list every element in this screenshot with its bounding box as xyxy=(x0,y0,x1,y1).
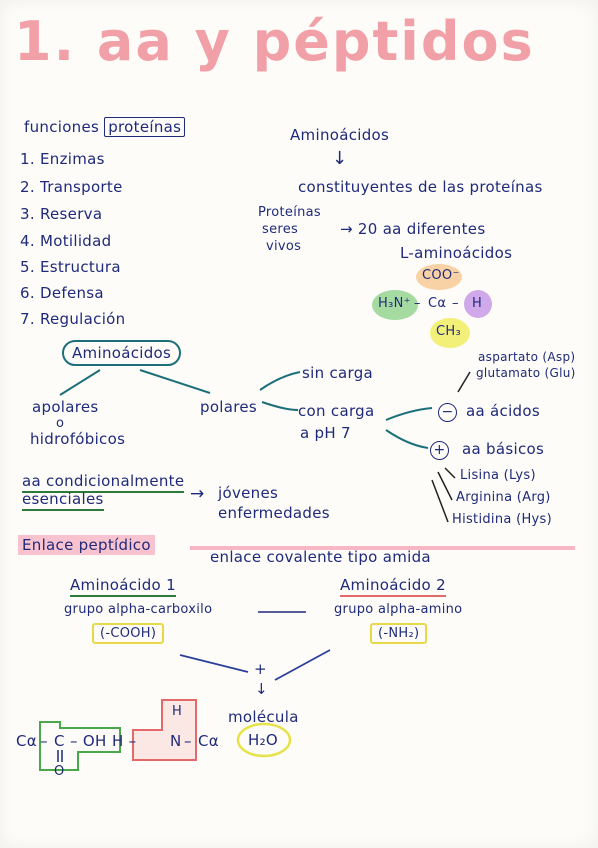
reaction-line-right xyxy=(274,649,331,681)
funcion-item: 3. Reserva xyxy=(20,205,103,223)
plus-circle-icon: + xyxy=(430,441,449,460)
h-group: H – xyxy=(112,732,137,750)
glutamato: glutamato (Glu) xyxy=(476,366,576,380)
minus-circle-icon: − xyxy=(438,403,457,422)
cooh-box: (-COOH) xyxy=(92,623,165,644)
h2o-ring xyxy=(236,722,292,758)
dash: – xyxy=(184,732,192,750)
carbonyl-frame xyxy=(39,721,121,771)
hidrofobicos: hidrofóbicos xyxy=(30,430,126,448)
arginina: Arginina (Arg) xyxy=(456,490,551,505)
tree-line-sin-carga xyxy=(259,371,301,391)
dash: – xyxy=(452,296,459,311)
seres-word: seres xyxy=(262,222,299,237)
ch3-group: CH₃ xyxy=(436,324,461,339)
condicionales-line2: esenciales xyxy=(22,490,104,511)
carbon: C xyxy=(54,732,65,750)
funcion-item: 1. Enzimas xyxy=(20,150,105,168)
minus-sign: − xyxy=(438,402,457,422)
enlace-heading: Enlace peptídico xyxy=(18,535,155,555)
plus-symbol: + xyxy=(254,660,267,678)
con-carga: con carga xyxy=(298,402,375,420)
funcion-item: 7. Regulación xyxy=(20,310,126,328)
grupo-amino: grupo alpha-amino xyxy=(334,602,463,617)
sin-carga: sin carga xyxy=(302,364,374,382)
tree-line-basicos xyxy=(385,429,429,449)
tree-line-acidos xyxy=(385,407,433,421)
plus-sign: + xyxy=(430,440,449,460)
h-atom: H xyxy=(472,296,483,311)
bracket-basicos xyxy=(431,467,456,523)
funcion-item: 5. Estructura xyxy=(20,258,121,276)
aa-acidos: aa ácidos xyxy=(466,402,540,420)
enfermedades: enfermedades xyxy=(218,504,330,522)
constituyentes-line: constituyentes de las proteínas xyxy=(298,178,543,196)
funcion-item: 6. Defensa xyxy=(20,284,104,302)
down-arrow-icon: ↓ xyxy=(255,680,268,698)
ch3-highlight xyxy=(430,318,470,348)
tree-line-polares xyxy=(139,369,211,394)
h3n-highlight xyxy=(372,290,418,320)
dash: – xyxy=(40,732,48,750)
funcion-item: 2. Transporte xyxy=(20,178,123,196)
funciones-prefix: funciones xyxy=(24,118,100,136)
h3n-group: H₃N⁺ xyxy=(378,296,411,311)
h-highlight xyxy=(464,290,492,318)
funcion-item: 4. Motilidad xyxy=(20,232,112,250)
coo-highlight xyxy=(416,264,462,290)
funciones-boxed: proteínas xyxy=(104,117,186,137)
right-arrow-icon: → xyxy=(190,484,205,504)
reaction-line-left xyxy=(179,654,249,673)
bracket-acidos xyxy=(457,371,471,393)
histidina: Histidina (Hys) xyxy=(452,512,552,527)
lisina: Lisina (Lys) xyxy=(460,468,536,483)
polares: polares xyxy=(200,398,258,416)
aspartato: aspartato (Asp) xyxy=(478,350,576,364)
coo-group: COO⁻ xyxy=(422,268,460,283)
tree-line-con-carga xyxy=(261,401,299,411)
aminoacidos-heading: Aminoácidos xyxy=(290,126,390,144)
grupo-carboxilo: grupo alpha-carboxilo xyxy=(64,602,213,617)
aminoacido-2: Aminoácido 2 xyxy=(340,576,446,597)
l-aminoacidos: L-aminoácidos xyxy=(400,244,513,262)
aminoacido-1: Aminoácido 1 xyxy=(70,576,176,597)
molecula: molécula xyxy=(228,708,299,726)
clasificacion-root: Aminoácidos xyxy=(62,340,182,366)
amino-frame xyxy=(132,699,197,761)
tree-line-apolares xyxy=(59,369,101,396)
h2o: H₂O xyxy=(248,731,278,749)
nh2-box: (-NH₂) xyxy=(370,623,428,644)
page-title: 1. aa y péptidos xyxy=(14,10,535,73)
condicionales-line1: aa condicionalmente xyxy=(22,472,185,493)
ph-7: a pH 7 xyxy=(300,424,351,442)
enlace-desc: enlace covalente tipo amida xyxy=(210,548,431,566)
down-arrow-icon: ↓ xyxy=(332,148,348,169)
o-word: o xyxy=(56,416,65,431)
calpha-right: Cα xyxy=(198,732,219,750)
dash: – xyxy=(414,296,421,311)
proteinas-word: Proteínas xyxy=(258,205,322,220)
nitrogen: N xyxy=(170,732,182,750)
jovenes: jóvenes xyxy=(218,484,279,502)
calpha-left: Cα xyxy=(16,732,37,750)
oxygen-bottom: O xyxy=(54,764,65,779)
h-top: H xyxy=(172,704,183,719)
vivos-word: vivos xyxy=(266,239,302,254)
veinte-aa: → 20 aa diferentes xyxy=(340,220,486,238)
calpha: Cα xyxy=(428,296,447,311)
funciones-heading: funciones proteínas xyxy=(24,117,186,137)
aa-basicos: aa básicos xyxy=(462,440,545,458)
oh-group: – OH xyxy=(70,732,107,750)
apolares: apolares xyxy=(32,398,99,416)
